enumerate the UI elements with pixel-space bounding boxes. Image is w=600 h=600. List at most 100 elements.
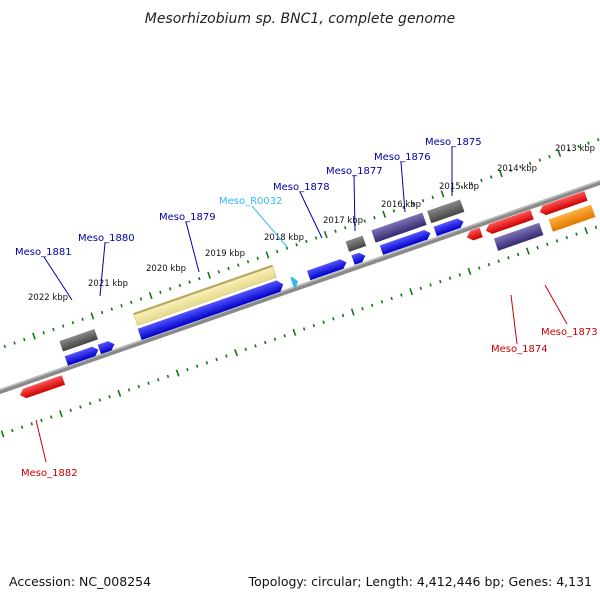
inner-tick-mark bbox=[477, 266, 481, 270]
outer-tick-mark bbox=[528, 161, 532, 166]
outer-tick-mark bbox=[440, 190, 445, 198]
gene-label-meso-1874[interactable]: Meso_1874 bbox=[491, 344, 548, 355]
inner-tick-mark bbox=[263, 340, 267, 345]
gene-red-far[interactable] bbox=[538, 191, 588, 217]
outer-tick-mark bbox=[52, 327, 55, 332]
gene-meso-r0032[interactable] bbox=[290, 276, 299, 289]
kbp-label: 2019 kbp bbox=[205, 249, 245, 259]
outer-tick-mark bbox=[548, 155, 551, 159]
outer-tick-mark bbox=[382, 210, 387, 218]
inner-tick-mark bbox=[108, 395, 111, 399]
inner-tick-mark bbox=[370, 303, 374, 307]
kbp-label: 2015 kbp bbox=[439, 182, 479, 192]
outer-tick-mark bbox=[334, 229, 337, 233]
inner-tick-mark bbox=[127, 388, 131, 392]
inner-tick-mark bbox=[546, 242, 549, 246]
gene-meso-1882[interactable] bbox=[18, 375, 66, 400]
gene-label-meso-1873[interactable]: Meso_1873 bbox=[541, 327, 598, 338]
inner-tick-mark bbox=[166, 374, 170, 379]
inner-tick-mark bbox=[361, 306, 364, 311]
outer-tick-mark bbox=[265, 251, 270, 259]
outer-tick-mark bbox=[373, 215, 376, 220]
inner-tick-mark bbox=[409, 288, 414, 296]
outer-tick-mark bbox=[587, 141, 590, 145]
outer-tick-mark bbox=[148, 292, 153, 300]
gene-label-meso-1878[interactable]: Meso_1878 bbox=[273, 182, 330, 193]
feature-gray-1881 bbox=[59, 328, 98, 352]
gene-label-meso-r0032[interactable]: Meso_R0032 bbox=[219, 196, 283, 207]
kbp-label: 2021 kbp bbox=[88, 279, 128, 289]
gene-meso-1876[interactable] bbox=[379, 228, 432, 255]
inner-tick-mark bbox=[292, 328, 297, 336]
gene-meso-1880[interactable] bbox=[97, 339, 116, 355]
accession-text: Accession: NC_008254 bbox=[9, 574, 151, 589]
outer-tick-mark bbox=[305, 239, 308, 244]
outer-tick-mark bbox=[519, 165, 522, 169]
outer-tick-mark bbox=[256, 256, 259, 260]
inner-tick-mark bbox=[234, 349, 238, 357]
inner-tick-mark bbox=[20, 425, 24, 429]
gene-meso-1881[interactable] bbox=[64, 345, 100, 366]
outer-tick-mark bbox=[295, 243, 298, 247]
gene-label-meso-1880[interactable]: Meso_1880 bbox=[78, 233, 135, 244]
inner-tick-mark bbox=[98, 398, 102, 402]
gene-label-meso-1881[interactable]: Meso_1881 bbox=[15, 247, 72, 258]
gene-meso-1874[interactable] bbox=[465, 227, 483, 242]
outer-tick-mark bbox=[217, 270, 221, 274]
outer-tick-mark bbox=[538, 158, 542, 162]
inner-tick-mark bbox=[487, 262, 491, 267]
inner-tick-mark bbox=[341, 313, 345, 318]
inner-tick-mark bbox=[525, 247, 530, 255]
outer-tick-mark bbox=[237, 263, 240, 267]
feature-purple-1873 bbox=[493, 222, 544, 251]
outer-tick-mark bbox=[323, 231, 328, 239]
outer-tick-mark bbox=[168, 287, 172, 291]
gene-labels: Meso_1881 Meso_1880 Meso_1879 Meso_R0032… bbox=[15, 137, 598, 479]
inner-tick-mark bbox=[584, 227, 589, 235]
inner-tick-mark bbox=[283, 334, 286, 338]
gene-label-meso-1877[interactable]: Meso_1877 bbox=[326, 166, 383, 177]
genome-track bbox=[0, 138, 600, 438]
inner-tick-mark bbox=[79, 405, 82, 409]
kbp-label: 2022 kbp bbox=[28, 293, 68, 303]
inner-tick-mark bbox=[516, 252, 520, 257]
outer-tick-mark bbox=[227, 266, 230, 271]
gene-label-meso-1882[interactable]: Meso_1882 bbox=[21, 468, 78, 479]
inner-tick-mark bbox=[254, 344, 257, 348]
gene-meso-1879[interactable] bbox=[137, 279, 285, 341]
inner-tick-ring bbox=[0, 225, 598, 438]
outer-tick-mark bbox=[71, 320, 75, 325]
outer-tick-mark bbox=[480, 178, 483, 183]
gene-label-meso-1876[interactable]: Meso_1876 bbox=[374, 152, 431, 163]
inner-tick-mark bbox=[225, 354, 228, 358]
outer-tick-mark bbox=[110, 307, 114, 311]
gene-meso-1873[interactable] bbox=[484, 209, 534, 236]
inner-tick-mark bbox=[215, 357, 218, 362]
inner-tick-mark bbox=[244, 347, 248, 351]
inner-tick-mark bbox=[88, 401, 92, 406]
outer-tick-mark bbox=[392, 209, 396, 213]
inner-tick-mark bbox=[30, 422, 34, 426]
kbp-label: 2013 kbp bbox=[555, 144, 595, 154]
kbp-label: 2018 kbp bbox=[264, 233, 304, 243]
outer-tick-mark bbox=[130, 300, 133, 305]
inner-tick-mark bbox=[137, 384, 141, 389]
outer-tick-mark bbox=[198, 276, 201, 281]
kbp-label: 2016 kbp bbox=[381, 200, 421, 210]
inner-tick-mark bbox=[302, 327, 306, 331]
gene-meso-1878[interactable] bbox=[307, 258, 348, 281]
inner-tick-mark bbox=[565, 235, 569, 240]
feature-gray-1877 bbox=[345, 235, 367, 252]
gene-label-meso-1879[interactable]: Meso_1879 bbox=[159, 212, 216, 223]
outer-tick-mark bbox=[498, 170, 503, 178]
inner-tick-mark bbox=[195, 364, 199, 368]
outer-tick-mark bbox=[139, 297, 143, 301]
inner-tick-mark bbox=[69, 408, 72, 412]
topology-text: Topology: circular; Length: 4,412,446 bp… bbox=[248, 574, 592, 589]
gene-meso-1877[interactable] bbox=[351, 251, 367, 265]
outer-tick-mark bbox=[188, 280, 191, 284]
inner-tick-mark bbox=[332, 317, 335, 321]
gene-label-meso-1875[interactable]: Meso_1875 bbox=[425, 137, 482, 148]
outer-tick-mark bbox=[460, 185, 464, 189]
gene-meso-1875[interactable] bbox=[433, 217, 466, 237]
